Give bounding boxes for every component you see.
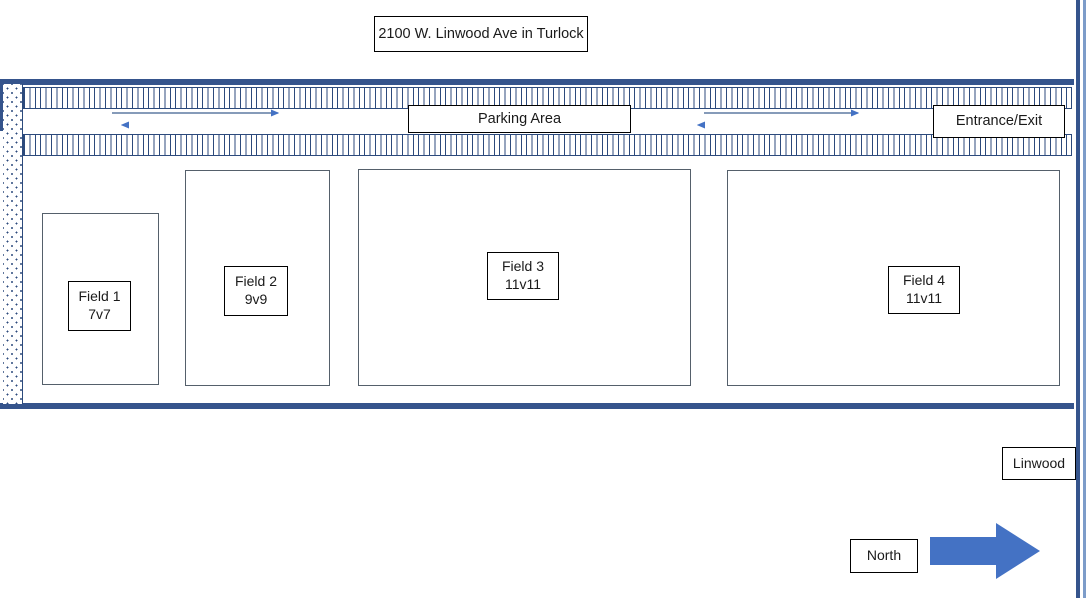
site-address-title: 2100 W. Linwood Ave in Turlock [374,16,588,52]
complex-west-boundary-edge [0,79,5,131]
field-2-label: Field 2 9v9 [224,266,288,316]
street-boundary-line-outer [1076,0,1080,598]
entrance-exit-label: Entrance/Exit [933,105,1065,138]
parking-area-label: Parking Area [408,105,631,133]
parking-stall-row-north [23,87,1072,109]
compass-direction-label: North [850,539,918,573]
east-drive-aisle-arrows [696,109,868,129]
field-1-label: Field 1 7v7 [68,281,131,331]
street-name-label: Linwood [1002,447,1076,480]
parking-stall-row-south [23,134,1072,156]
north-arrow-icon [930,523,1040,579]
street-boundary-line-inner [1083,0,1086,598]
west-gravel-strip [3,84,23,404]
field-3-label: Field 3 11v11 [487,252,559,300]
field-4-label: Field 4 11v11 [888,266,960,314]
west-drive-aisle-arrows [112,109,288,129]
